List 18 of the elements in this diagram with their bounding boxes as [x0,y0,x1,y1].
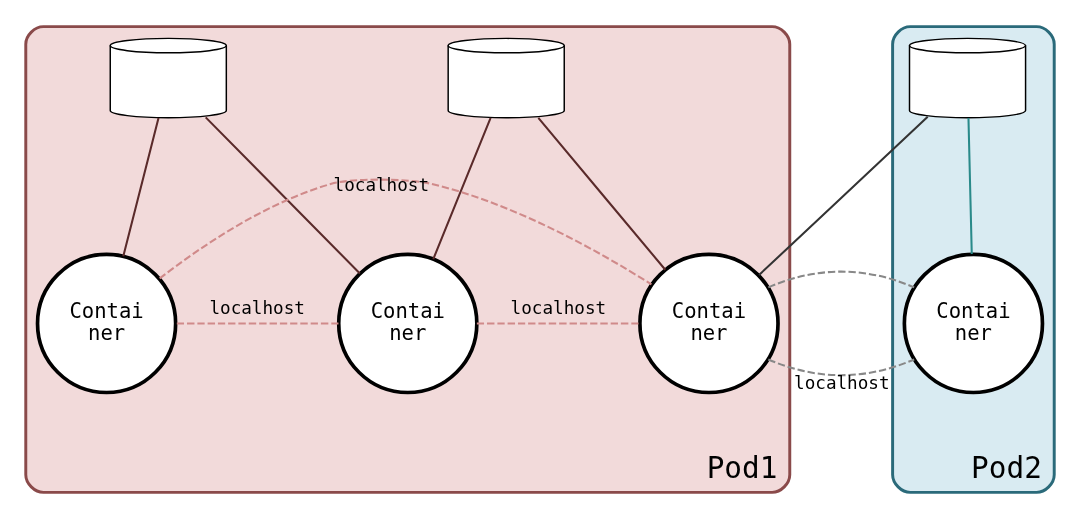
node-circle: Contai ner [638,252,780,394]
connector [476,321,640,324]
edge-label: localhost [510,297,607,318]
connector [204,116,361,274]
connector [175,321,339,324]
node-circle: Contai ner [902,252,1045,394]
edge-label: localhost [209,297,305,318]
connector [967,117,973,254]
node-circle: Contai ner [35,252,178,394]
connector [758,115,929,276]
connector [767,270,915,376]
connector [159,178,652,285]
connector [432,117,492,260]
edge-label: localhost [333,174,430,195]
node-circle: Contai ner [336,252,479,394]
connector [122,117,160,257]
edge-label: localhost [794,372,890,393]
connector [537,116,667,270]
